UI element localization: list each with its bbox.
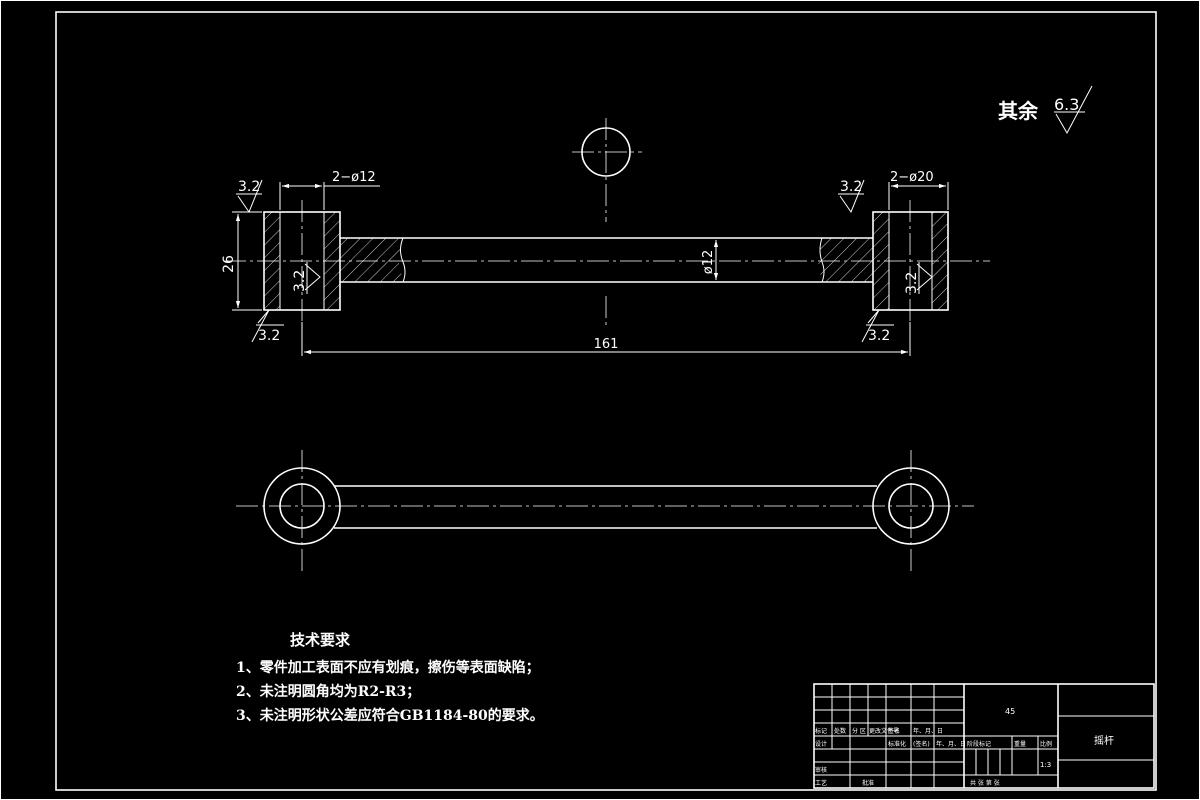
svg-text:标记: 标记: [815, 727, 827, 735]
note-item: 3、未注明形状公差应符合GB1184-80的要求。: [236, 707, 544, 724]
svg-text:3.2: 3.2: [292, 270, 308, 292]
svg-text:设计: 设计: [815, 740, 827, 748]
local-roughness-marks: 3.2 3.2 3.2 3.2 3.2 3.2: [236, 179, 933, 344]
svg-text:重量: 重量: [1014, 740, 1026, 748]
svg-text:年、月、日: 年、月、日: [936, 740, 966, 748]
top-view: [236, 450, 974, 574]
length-dimension: 161: [594, 337, 619, 352]
drawing-frame: [55, 11, 1157, 791]
left-holes-dimension: 2−ø12: [332, 170, 376, 185]
svg-text:3.2: 3.2: [904, 272, 920, 294]
svg-text:3.2: 3.2: [238, 179, 260, 195]
svg-text:工艺: 工艺: [815, 779, 827, 787]
front-view: [224, 200, 990, 326]
svg-text:3.2: 3.2: [258, 328, 280, 344]
general-roughness: 其余 6.3: [998, 85, 1093, 135]
height-dimension: 26: [221, 255, 237, 273]
roughness-symbol: [1054, 85, 1093, 135]
title-block: 标记 处数 分 区 更改文件号 签名 年、月、日 设计 标准化 (签名) 年、月…: [813, 683, 1155, 789]
note-item: 1、零件加工表面不应有划痕，擦伤等表面缺陷；: [236, 659, 540, 676]
technical-requirements: 技术要求 1、零件加工表面不应有划痕，擦伤等表面缺陷； 2、未注明圆角均为R2-…: [236, 631, 544, 724]
cross-section-view: [572, 118, 642, 222]
svg-text:审核: 审核: [815, 766, 827, 774]
svg-text:比例: 比例: [1040, 740, 1052, 748]
svg-text:处数: 处数: [834, 727, 846, 735]
svg-text:3.2: 3.2: [868, 328, 890, 344]
roughness-prefix: 其余: [998, 99, 1039, 123]
part-name: 摇杆: [1094, 734, 1114, 747]
notes-title: 技术要求: [290, 631, 351, 649]
note-item: 2、未注明圆角均为R2-R3；: [236, 683, 420, 700]
right-holes-dimension: 2−ø20: [890, 170, 934, 185]
svg-text:标准化: 标准化: [888, 740, 906, 748]
roughness-value: 6.3: [1054, 95, 1079, 114]
dimensions: 26 2−ø12 2−ø20 ø12 161: [221, 170, 949, 356]
svg-text:批准: 批准: [862, 779, 874, 787]
svg-text:(签名): (签名): [913, 740, 930, 748]
svg-text:签名: 签名: [888, 727, 900, 735]
material: 45: [1005, 707, 1015, 716]
svg-text:阶段标记: 阶段标记: [967, 740, 991, 748]
svg-text:共 张 第 张: 共 张 第 张: [970, 779, 1000, 787]
svg-text:年、月、日: 年、月、日: [913, 727, 943, 735]
svg-text:分 区: 分 区: [852, 727, 866, 735]
svg-text:3.2: 3.2: [840, 179, 862, 195]
shaft-diameter-dimension: ø12: [701, 250, 716, 275]
scale-value: 1:3: [1040, 761, 1051, 769]
svg-text:更改文件号: 更改文件号: [869, 727, 899, 735]
